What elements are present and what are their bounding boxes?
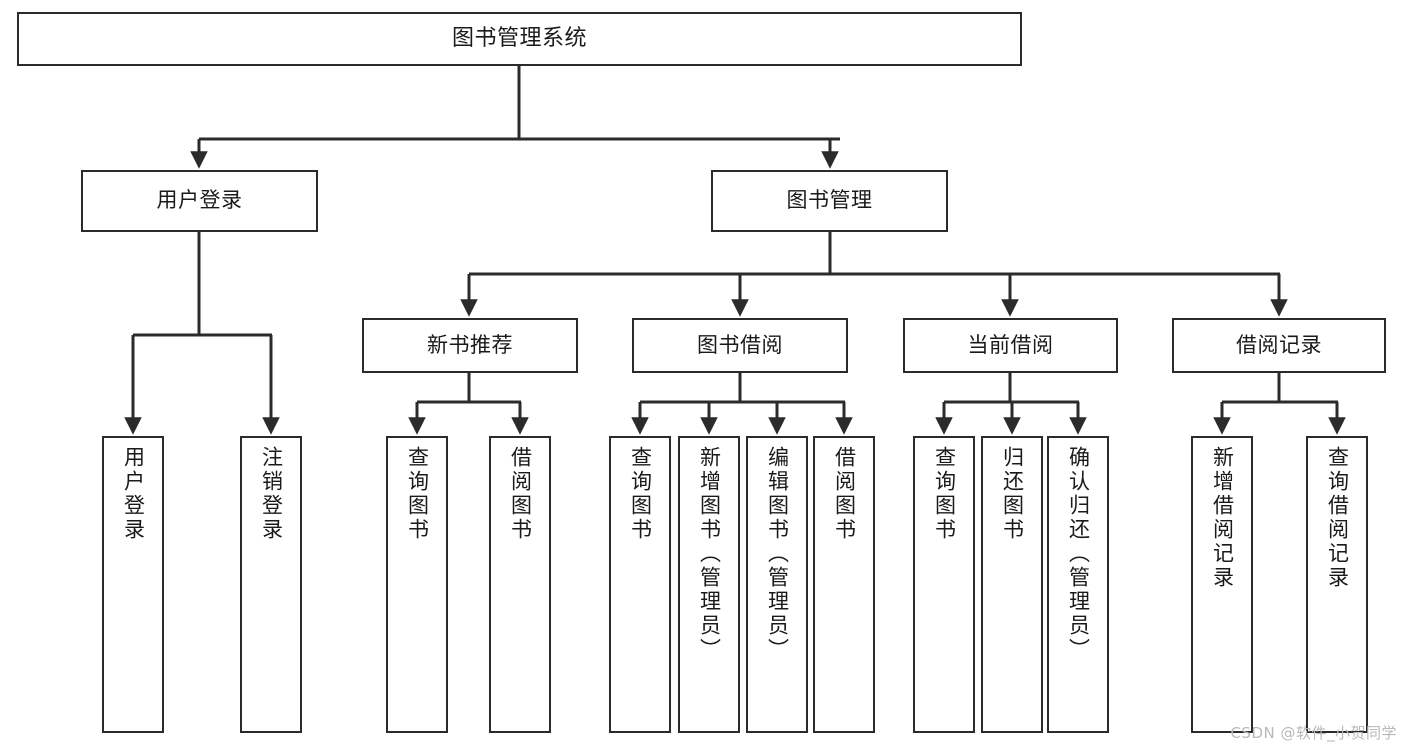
node-label: 新增借阅记录 <box>1210 446 1235 590</box>
node-label: 确认归还（管理员） <box>1066 446 1091 662</box>
node-label: 用户登录 <box>121 446 146 542</box>
node-borrow-record[interactable]: 借阅记录 <box>1172 318 1386 373</box>
node-label: 图书借阅 <box>697 332 783 357</box>
leaf-user-login-logout[interactable]: 注销登录 <box>240 436 302 733</box>
leaf-borrow-record-add[interactable]: 新增借阅记录 <box>1191 436 1253 733</box>
node-root-system[interactable]: 图书管理系统 <box>17 12 1022 66</box>
node-label: 当前借阅 <box>967 332 1054 357</box>
node-user-login[interactable]: 用户登录 <box>81 170 318 232</box>
leaf-borrow-record-query[interactable]: 查询借阅记录 <box>1306 436 1368 733</box>
leaf-book-borrow-borrow[interactable]: 借阅图书 <box>813 436 875 733</box>
node-label: 查询借阅记录 <box>1325 446 1350 590</box>
node-label: 新书推荐 <box>427 332 513 357</box>
node-label: 新增图书（管理员） <box>697 446 722 662</box>
node-new-book-recommend[interactable]: 新书推荐 <box>362 318 578 373</box>
leaf-user-login-login[interactable]: 用户登录 <box>102 436 164 733</box>
leaf-book-borrow-query[interactable]: 查询图书 <box>609 436 671 733</box>
node-label: 编辑图书（管理员） <box>765 446 790 662</box>
leaf-book-borrow-edit[interactable]: 编辑图书（管理员） <box>746 436 808 733</box>
node-label: 用户登录 <box>156 188 243 213</box>
node-label: 图书管理系统 <box>451 25 587 51</box>
node-book-borrow[interactable]: 图书借阅 <box>632 318 848 373</box>
leaf-new-book-query[interactable]: 查询图书 <box>386 436 448 733</box>
node-label: 查询图书 <box>628 446 653 542</box>
node-current-borrow[interactable]: 当前借阅 <box>903 318 1118 373</box>
node-label: 归还图书 <box>1000 446 1025 542</box>
node-label: 借阅记录 <box>1236 332 1322 357</box>
leaf-current-borrow-query[interactable]: 查询图书 <box>913 436 975 733</box>
leaf-current-borrow-return[interactable]: 归还图书 <box>981 436 1043 733</box>
leaf-book-borrow-add[interactable]: 新增图书（管理员） <box>678 436 740 733</box>
node-label: 查询图书 <box>932 446 957 542</box>
node-label: 借阅图书 <box>832 446 857 542</box>
node-label: 注销登录 <box>259 446 284 542</box>
leaf-new-book-borrow[interactable]: 借阅图书 <box>489 436 551 733</box>
leaf-current-borrow-confirm-return[interactable]: 确认归还（管理员） <box>1047 436 1109 733</box>
watermark: CSDN @软件_小贺同学 <box>1230 724 1397 742</box>
node-label: 借阅图书 <box>508 446 533 542</box>
node-book-management[interactable]: 图书管理 <box>711 170 948 232</box>
node-label: 查询图书 <box>405 446 430 542</box>
node-label: 图书管理 <box>786 188 873 213</box>
